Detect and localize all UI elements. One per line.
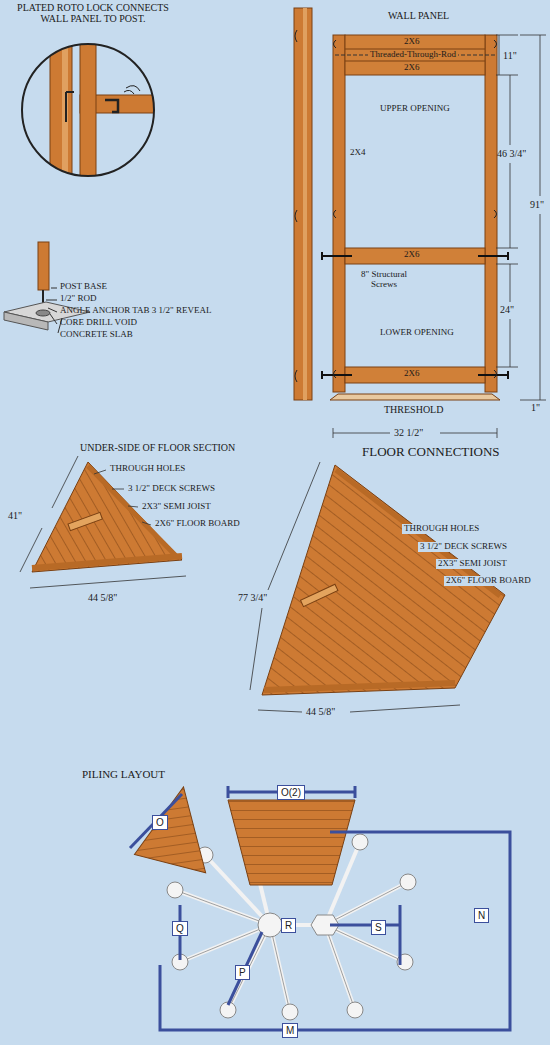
label: 44 5/8" [88, 592, 117, 603]
label: THRESHOLD [384, 404, 443, 415]
callout-letter: Q [176, 923, 184, 934]
label: 2X6" FLOOR BOARD [444, 576, 533, 586]
label: 2X4 [350, 148, 366, 158]
label: Threaded-Through-Rod [368, 50, 458, 60]
callout-box: S [371, 920, 386, 935]
callout-letter: M [286, 1025, 294, 1036]
callout-box: O(2) [277, 785, 305, 800]
callout-box: M [282, 1023, 298, 1038]
label: 8" Structural Screws [350, 270, 418, 290]
callout-letter: O(2) [281, 787, 301, 798]
callout-letter: P [239, 967, 246, 978]
label: LOWER OPENING [380, 328, 454, 338]
label: FLOOR CONNECTIONS [362, 445, 500, 459]
callout-box: Q [172, 921, 188, 936]
label: ANGLE ANCHOR TAB 3 1/2" REVEAL [60, 306, 212, 316]
callout-box: N [474, 908, 489, 923]
label: 91" [530, 199, 544, 210]
callout-letter: N [478, 910, 485, 921]
label: 1/2" ROD [60, 294, 96, 304]
label: THROUGH HOLES [402, 524, 481, 534]
callout-letter: O [156, 817, 164, 828]
callout-box: O [152, 815, 168, 830]
callout-box: R [281, 918, 296, 933]
label: 3 1/2" DECK SCREWS [418, 542, 509, 552]
label: 41" [8, 510, 22, 521]
label: 24" [500, 304, 514, 315]
label: 11" [503, 50, 517, 61]
label: PLATED ROTO LOCK CONNECTS WALL PANEL TO … [8, 2, 178, 24]
label: UNDER-SIDE OF FLOOR SECTION [80, 442, 235, 453]
label: UPPER OPENING [380, 104, 450, 114]
label: 2X6 [404, 63, 420, 73]
label: 2X3" SEMI JOIST [436, 559, 509, 569]
label: 44 5/8" [306, 706, 335, 717]
label: WALL PANEL [388, 10, 449, 21]
label: CONCRETE SLAB [60, 330, 133, 340]
label: POST BASE [60, 282, 107, 292]
label: THROUGH HOLES [108, 464, 187, 474]
label: 2X6 [404, 369, 420, 379]
label: 2X6" FLOOR BOARD [153, 519, 242, 529]
callout-letter: R [285, 920, 292, 931]
label: 2X3" SEMI JOIST [140, 502, 213, 512]
callout-box: P [235, 965, 250, 980]
label: PILING LAYOUT [82, 768, 165, 780]
label: 46 3/4" [497, 148, 526, 159]
label: 77 3/4" [236, 592, 269, 603]
label: CORE DRILL VOID [60, 318, 137, 328]
label: 3 1/2" DECK SCREWS [126, 484, 217, 494]
label: 1" [531, 402, 540, 413]
label: 32 1/2" [394, 427, 423, 438]
label: 2X6 [404, 250, 420, 260]
callout-letter: S [375, 922, 382, 933]
label: 2X6 [404, 37, 420, 47]
